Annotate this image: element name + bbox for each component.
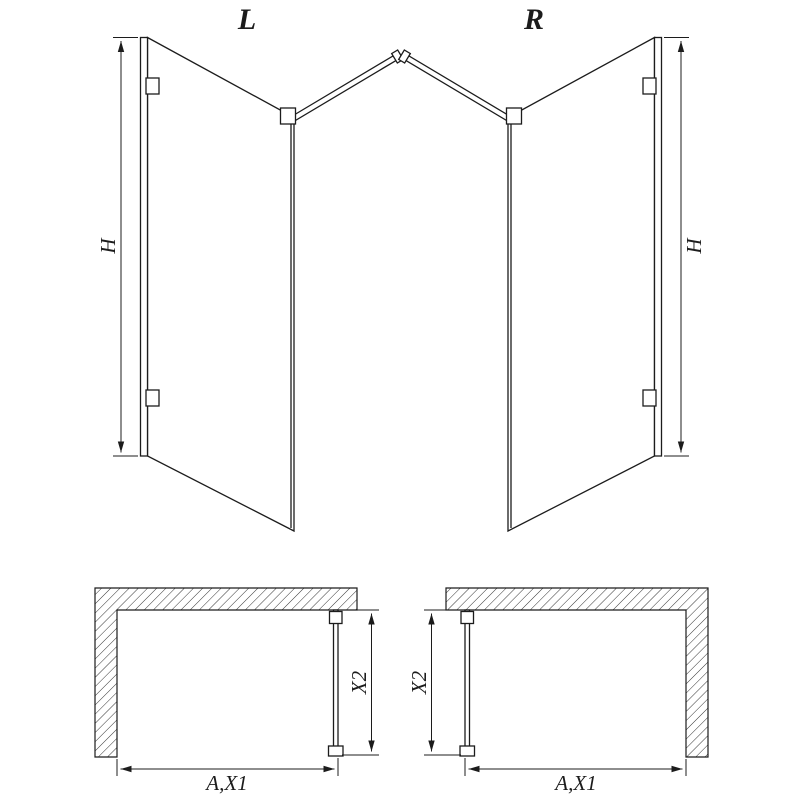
width-dim-label: A,X1 <box>553 771 596 795</box>
floor-foot-plan <box>459 745 476 757</box>
wall-bracket-top <box>642 77 657 95</box>
glass-panel <box>507 36 656 533</box>
wall-clamp-plan <box>460 610 475 625</box>
height-dim-label: H <box>96 237 120 255</box>
perspective-view-left: H <box>96 36 405 533</box>
wall-bracket-bottom <box>642 389 657 407</box>
height-dimension: H <box>96 37 138 457</box>
glass-panel <box>146 36 295 533</box>
support-bar-clamp <box>505 107 523 125</box>
plan-view-right: A,X1 X2 <box>407 587 709 795</box>
variant-label-right: R <box>523 3 544 36</box>
glass-panel-plan <box>464 609 471 756</box>
depth-dimension: X2 <box>407 609 461 756</box>
floor-foot-plan <box>327 745 344 757</box>
wall-section <box>94 587 358 758</box>
plan-view-left: A,X1 X2 <box>94 587 379 795</box>
variant-label-left: L <box>237 3 256 36</box>
height-dim-label: H <box>682 237 706 255</box>
wall-profile <box>139 36 149 457</box>
width-dim-label: A,X1 <box>204 771 247 795</box>
wall-clamp-plan <box>328 610 343 625</box>
glass-panel-plan <box>332 609 339 756</box>
support-bar-wall-cap <box>397 49 412 64</box>
support-bar <box>402 53 512 122</box>
wall-bracket-top <box>145 77 160 95</box>
perspective-view-right: H <box>397 36 706 533</box>
support-bar-clamp <box>279 107 297 125</box>
width-dimension: A,X1 <box>464 758 687 795</box>
wall-section <box>445 587 709 758</box>
wall-bracket-bottom <box>145 389 160 407</box>
depth-dim-label: X2 <box>347 670 371 695</box>
support-bar <box>290 53 400 122</box>
depth-dim-label: X2 <box>407 670 431 695</box>
wall-profile <box>653 36 663 457</box>
height-dimension: H <box>664 37 706 457</box>
width-dimension: A,X1 <box>116 758 339 795</box>
depth-dimension: X2 <box>342 609 379 756</box>
